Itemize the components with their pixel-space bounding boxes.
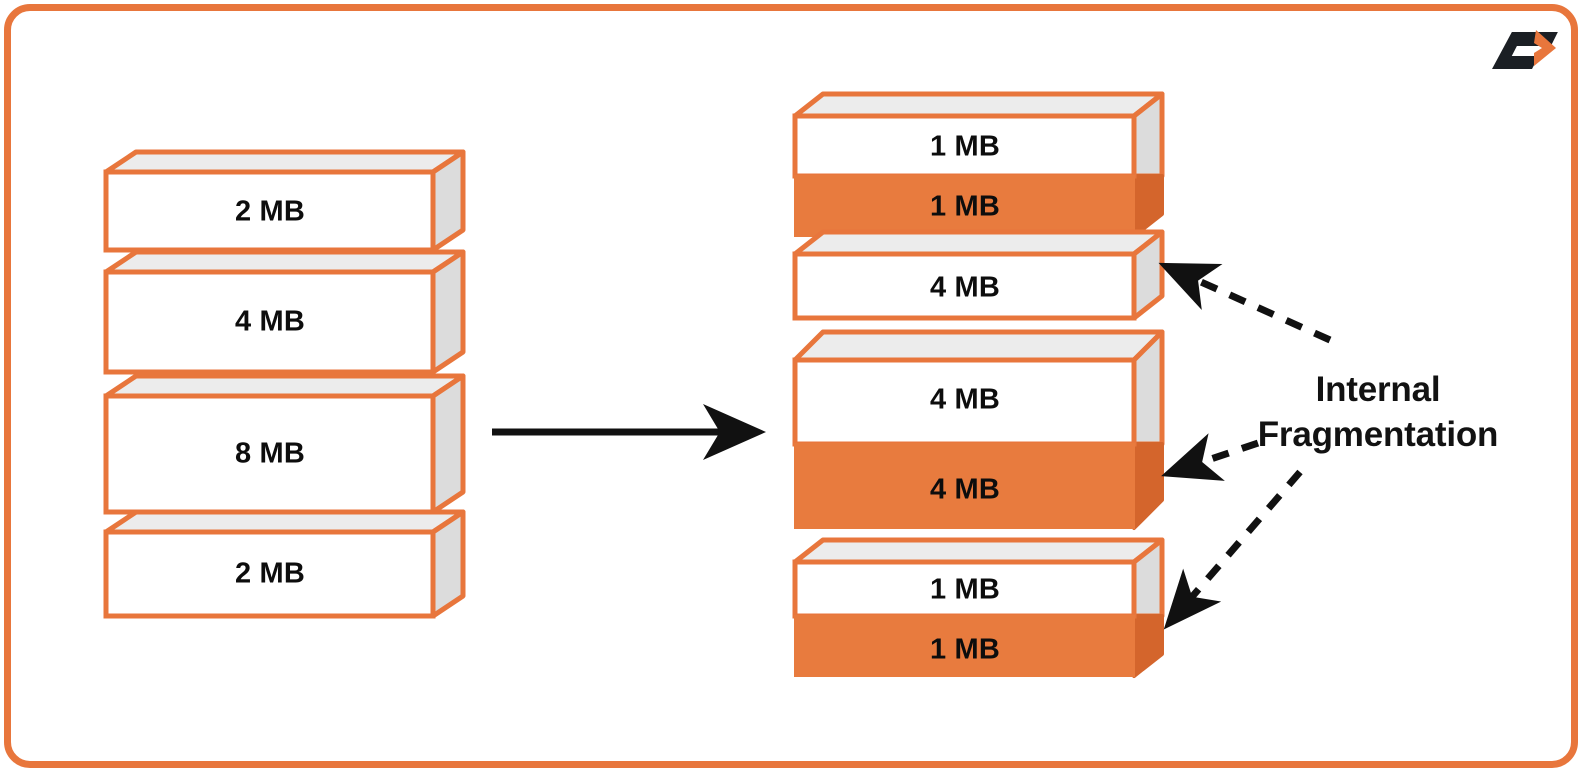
right-block-3-used-label: 4 MB (929, 383, 1001, 416)
right-block-3-free-label: 4 MB (929, 473, 1001, 506)
right-block-1-free-label: 1 MB (929, 190, 1001, 223)
left-block-3-label: 8 MB (234, 437, 306, 470)
left-block-1-label: 2 MB (234, 195, 306, 228)
left-block-4-label: 2 MB (234, 557, 306, 590)
left-block-2-label: 4 MB (234, 305, 306, 338)
right-block-4-used-label: 1 MB (929, 573, 1001, 606)
annotation-line-2: Fragmentation (1257, 414, 1499, 454)
internal-fragmentation-annotation: Internal Fragmentation (1228, 368, 1528, 458)
annotation-line-1: Internal (1315, 370, 1441, 409)
right-block-1-used-label: 1 MB (929, 130, 1001, 163)
right-block-2-used-label: 4 MB (929, 271, 1001, 304)
f-chevron-logo-icon (1478, 22, 1558, 76)
right-block-4-free-label: 1 MB (929, 633, 1001, 666)
